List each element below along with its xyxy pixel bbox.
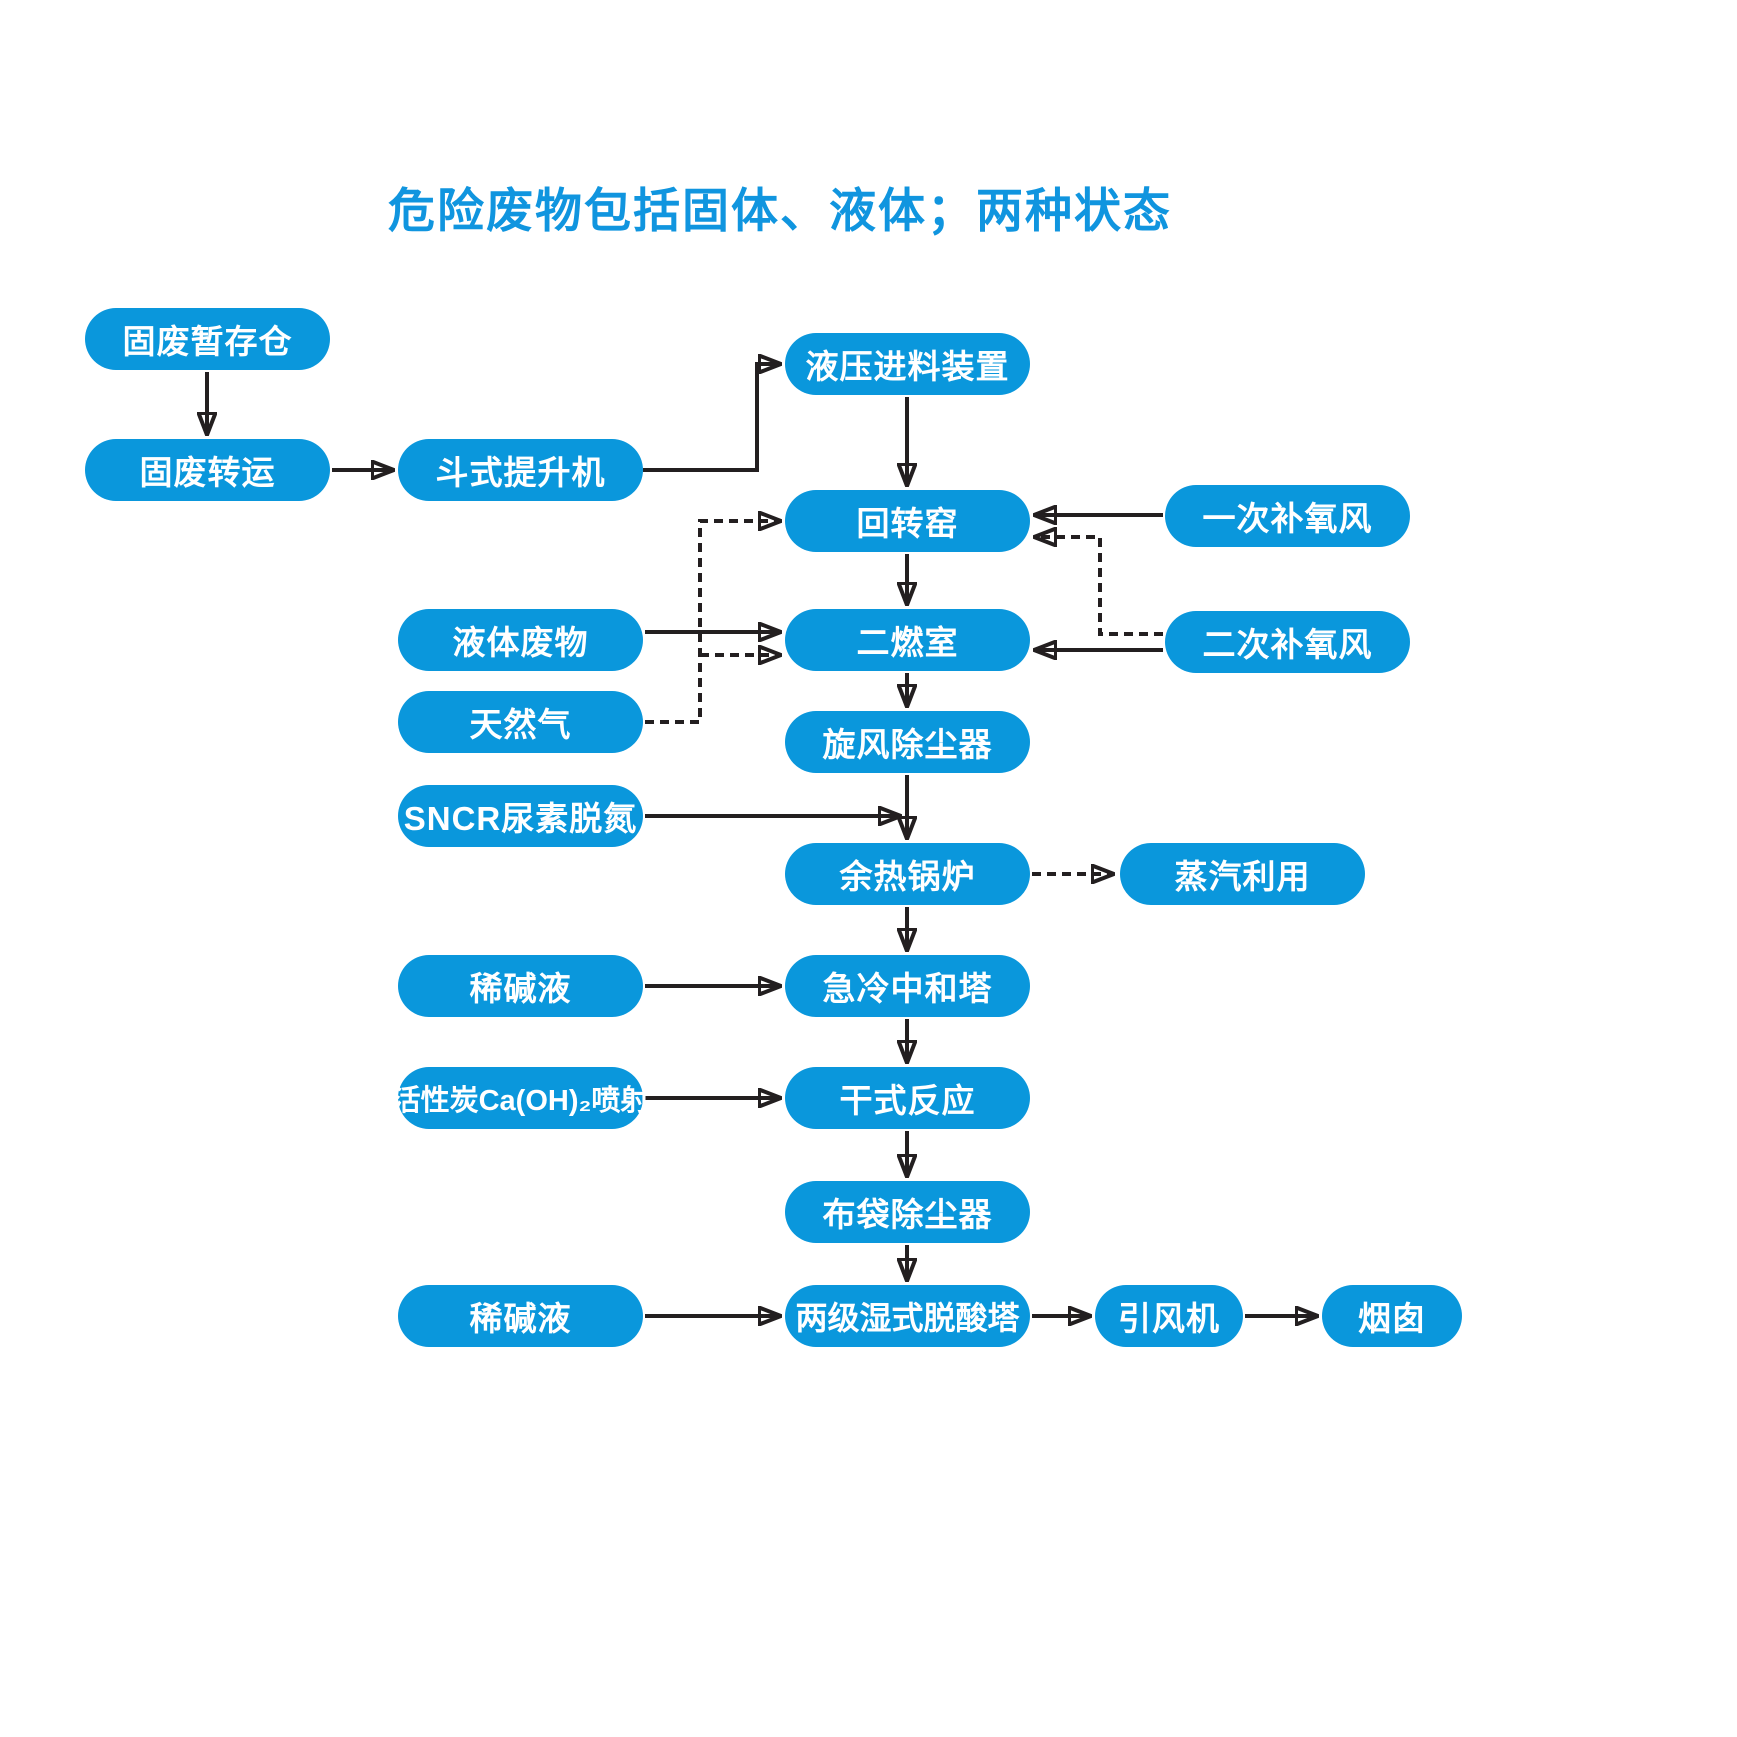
- node-two-stage-wet-deacidification-tower: 两级湿式脱酸塔: [785, 1285, 1030, 1347]
- node-steam-utilization: 蒸汽利用: [1120, 843, 1365, 905]
- node-cyclone-dust-collector: 旋风除尘器: [785, 711, 1030, 773]
- diagram-title: 危险废物包括固体、液体；两种状态: [388, 184, 1172, 237]
- node-secondary-oxygen-air: 二次补氧风: [1165, 611, 1410, 673]
- node-secondary-combustion-chamber: 二燃室: [785, 609, 1030, 671]
- node-bag-filter: 布袋除尘器: [785, 1181, 1030, 1243]
- node-chimney: 烟囱: [1322, 1285, 1462, 1347]
- node-hydraulic-feeder: 液压进料装置: [785, 333, 1030, 395]
- node-induced-draft-fan: 引风机: [1095, 1285, 1243, 1347]
- edge-elevator-to-feeder: [643, 364, 779, 472]
- node-quench-neutralization-tower: 急冷中和塔: [785, 955, 1030, 1017]
- node-dilute-alkali-1: 稀碱液: [398, 955, 643, 1017]
- node-liquid-waste: 液体废物: [398, 609, 643, 671]
- edge-natural-gas-to-kiln-dashed: [645, 521, 779, 724]
- node-waste-heat-boiler: 余热锅炉: [785, 843, 1030, 905]
- node-natural-gas: 天然气: [398, 691, 643, 753]
- node-dry-reaction: 干式反应: [785, 1067, 1030, 1129]
- node-activated-carbon-injection: 活性炭Ca(OH)₂喷射: [392, 1067, 649, 1129]
- node-sncr-urea-denitrification: SNCR尿素脱氮: [398, 785, 643, 847]
- edge-secondary-oxygen-to-kiln-dashed: [1036, 537, 1163, 636]
- node-solid-waste-storage: 固废暂存仓: [85, 308, 330, 370]
- node-dilute-alkali-2: 稀碱液: [398, 1285, 643, 1347]
- node-bucket-elevator: 斗式提升机: [398, 439, 643, 501]
- node-primary-oxygen-air: 一次补氧风: [1165, 485, 1410, 547]
- node-rotary-kiln: 回转窑: [785, 490, 1030, 552]
- node-solid-waste-transfer: 固废转运: [85, 439, 330, 501]
